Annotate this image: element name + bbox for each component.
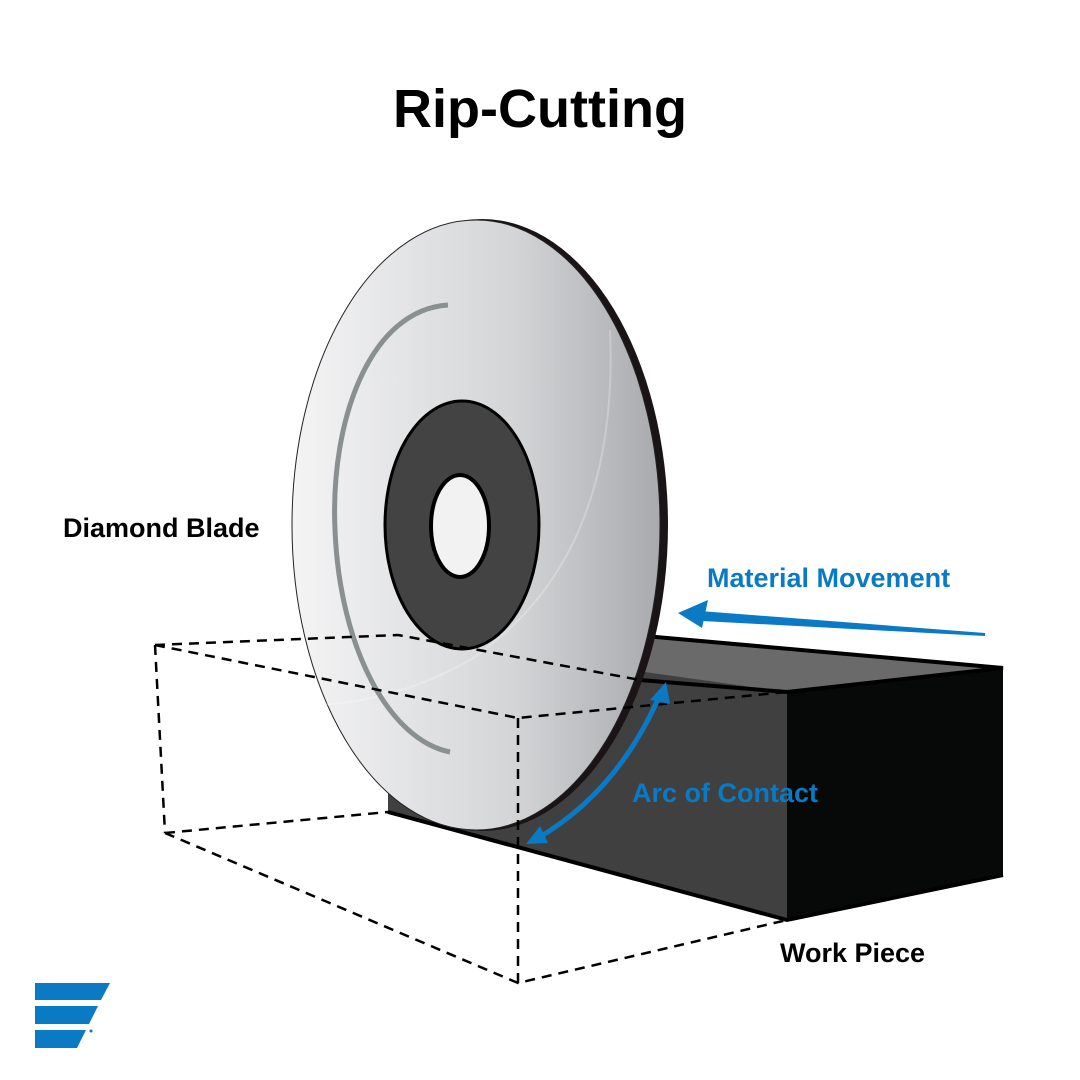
work-piece-top-face [600, 632, 1003, 692]
material-movement-arrow [678, 600, 985, 636]
blade-inner-ring [332, 302, 451, 755]
diamond-blade [291, 219, 668, 831]
arbor-hole [429, 473, 491, 579]
diamond-blade-label: Diamond Blade [63, 513, 260, 543]
work-piece-label: Work Piece [780, 938, 926, 968]
removed-material-outline [153, 633, 788, 985]
page-title: Rip-Cutting [393, 79, 687, 139]
arc-of-contact-label: Arc of Contact [632, 778, 819, 808]
material-movement-label: Material Movement [707, 563, 951, 593]
brand-stripes-logo [35, 983, 110, 1048]
arc-of-contact-arrow [526, 682, 670, 844]
work-piece-side-face [787, 668, 1003, 920]
